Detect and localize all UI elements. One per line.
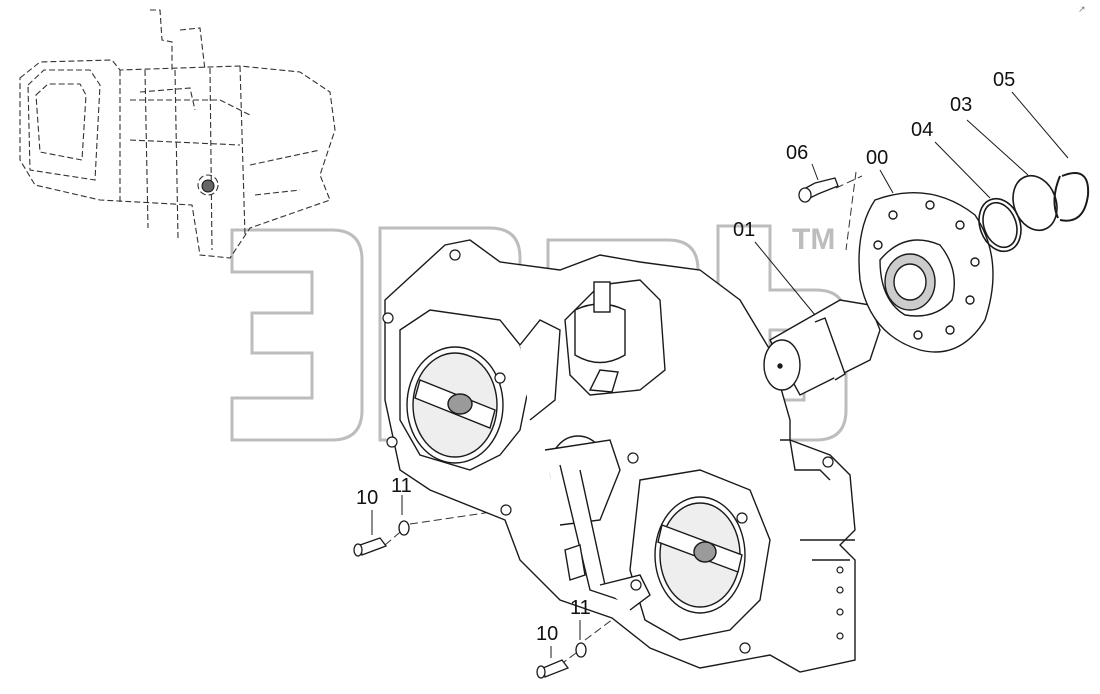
part-03-ring <box>1012 174 1058 232</box>
callout-04: 04 <box>911 119 934 141</box>
final-drive-housing <box>384 239 856 673</box>
machine-overview <box>19 9 336 259</box>
callout-06: 06 <box>786 142 809 164</box>
part-06-bolt <box>798 177 839 203</box>
corner-mark: ↗ <box>1078 4 1086 14</box>
housing-bolts <box>382 249 844 654</box>
callout-11-upper: 11 <box>391 475 412 497</box>
part-00-flange <box>858 192 994 353</box>
part-11-washer-lower <box>575 642 587 658</box>
machine-highlight-part <box>201 179 215 193</box>
callout-01: 01 <box>733 219 756 241</box>
part-01-shaft <box>763 299 881 396</box>
callout-00: 00 <box>866 147 889 169</box>
part-05-snap-ring <box>1053 172 1090 222</box>
callout-11-lower: 11 <box>570 597 591 619</box>
callout-leaders <box>371 91 1069 658</box>
callout-10-upper: 10 <box>356 487 379 509</box>
callout-05: 05 <box>993 69 1016 91</box>
callout-03: 03 <box>950 94 973 116</box>
part-10-bolt-upper <box>353 537 388 557</box>
part-10-bolt-lower <box>536 659 570 679</box>
watermark-trademark: TM <box>792 223 836 256</box>
callout-10-lower: 10 <box>536 623 559 645</box>
part-11-washer-upper <box>398 520 410 536</box>
